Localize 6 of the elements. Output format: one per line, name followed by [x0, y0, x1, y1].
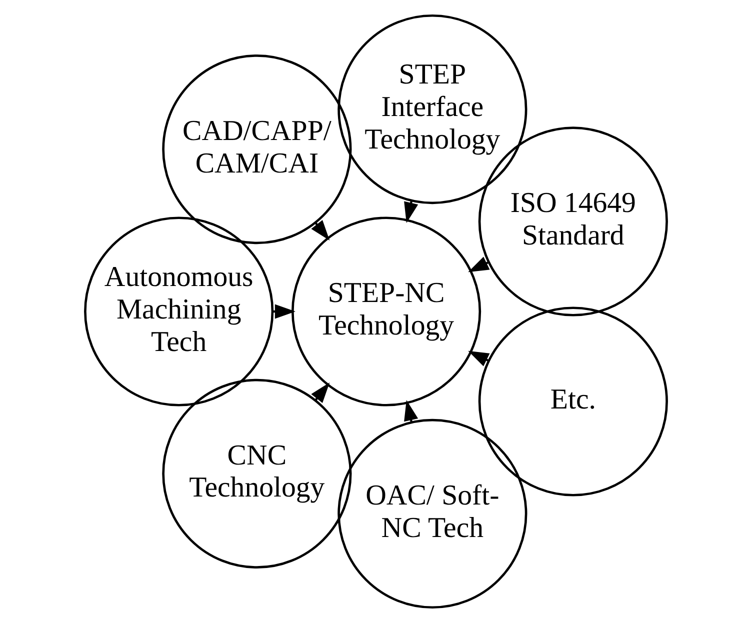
arrow [311, 220, 330, 240]
node-circle: STEP-NC Technology [291, 216, 482, 406]
node-circle: CAD/CAPP/ CAM/CAI [162, 54, 352, 244]
node-circle: Autonomous Machining Tech [84, 216, 274, 406]
arrow [311, 382, 330, 404]
node-circle: CNC Technology [162, 378, 352, 568]
